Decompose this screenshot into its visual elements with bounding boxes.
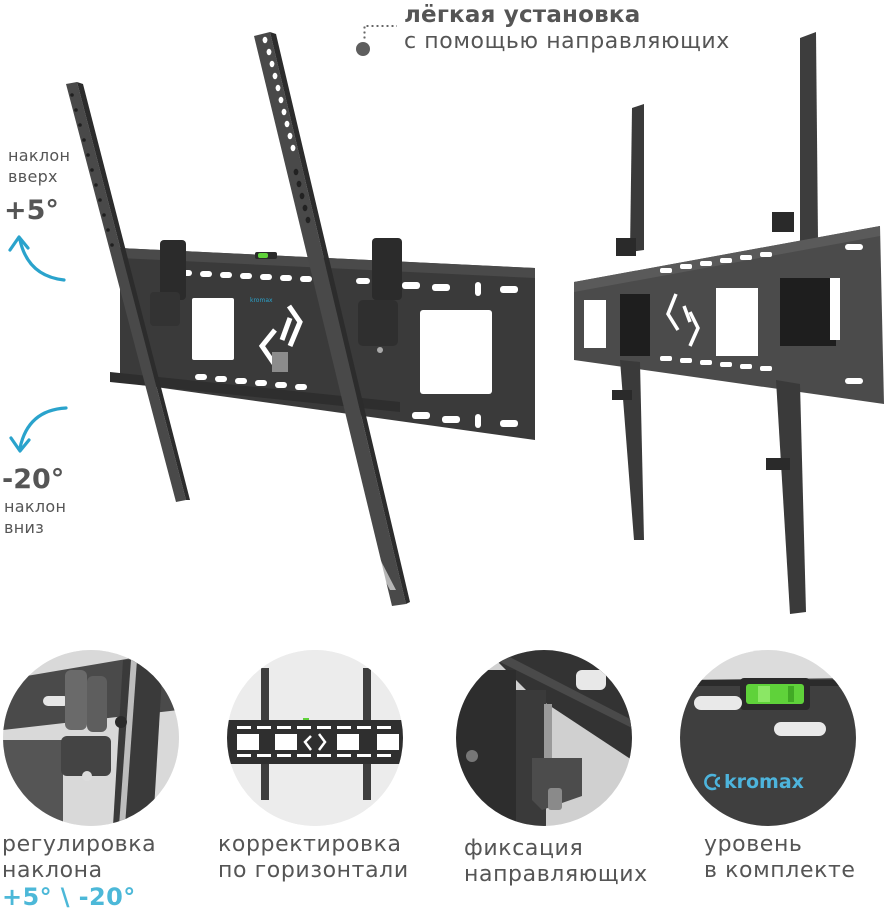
tilt-up-label-line2: вверх (8, 167, 58, 186)
callout-dot-marker (356, 42, 370, 56)
tilt-down-label-line1: наклон (4, 497, 67, 516)
feature-image-tilt-adjustment (3, 650, 179, 826)
feature-image-rail-locking (456, 650, 632, 826)
feature-caption-line1: регулировка (2, 832, 157, 857)
callout-subtitle: с помощью направляющих (404, 29, 730, 54)
brand-logo-text: kromax (724, 771, 804, 793)
bubble-level-closeup-icon: kromax (680, 650, 856, 826)
feature-caption-bubble-level: уровень в комплекте (704, 832, 856, 884)
tilt-down-label: наклон вниз (4, 496, 66, 538)
feature-caption-line2: наклона (2, 858, 103, 883)
callout-title: лёгкая установка (404, 2, 641, 28)
feature-caption-line1: фиксация (464, 836, 584, 861)
rail-lock-screw-closeup-icon (456, 650, 632, 826)
feature-caption-line2: направляющих (464, 862, 648, 887)
feature-caption-tilt-adjustment: регулировка наклона +5° \ -20° (2, 832, 156, 910)
curved-arrow-down-icon (9, 406, 68, 453)
tilt-up-label: наклон вверх (8, 145, 70, 187)
feature-caption-line2: по горизонтали (218, 858, 409, 883)
tilt-up-value: +5° (4, 195, 59, 226)
feature-caption-horizontal-correction: корректировка по горизонтали (218, 832, 409, 884)
tilt-up-label-line1: наклон (8, 146, 71, 165)
feature-image-horizontal-correction (227, 650, 403, 826)
tilt-down-value: -20° (2, 464, 65, 495)
callout-dotted-leader-vertical (363, 25, 366, 41)
tilt-mechanism-closeup-icon (3, 650, 179, 826)
mount-front-diagram-icon (227, 650, 403, 826)
tilting-mount-product-image: kromax (66, 32, 535, 606)
mount-front-view-product-image (574, 32, 884, 614)
feature-caption-line2: в комплекте (704, 858, 856, 883)
callout-dotted-leader (365, 25, 397, 27)
tilt-down-label-line2: вниз (4, 518, 44, 537)
tilt-range-accent: +5° \ -20° (2, 883, 136, 911)
feature-image-bubble-level: kromax (680, 650, 856, 826)
feature-caption-line1: корректировка (218, 832, 402, 857)
feature-caption-line1: уровень (704, 832, 803, 857)
feature-caption-rail-locking: фиксация направляющих (464, 836, 648, 888)
svg-text:kromax: kromax (250, 297, 273, 304)
curved-arrow-up-icon (8, 235, 66, 282)
